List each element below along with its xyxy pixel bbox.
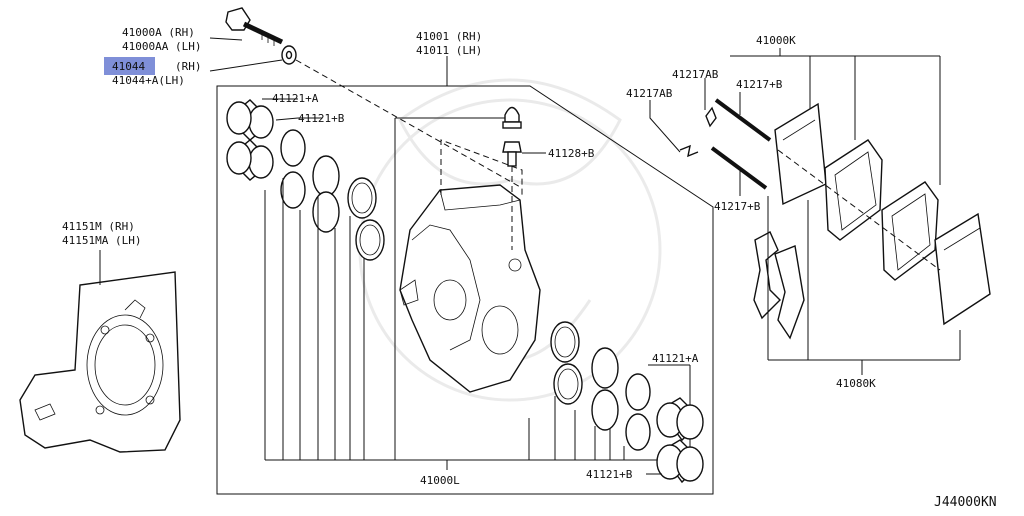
- label-piston-a-top: 41121+A: [272, 92, 319, 105]
- piston-lower-right-upper[interactable]: [656, 397, 704, 442]
- label-hardware-kit: 41080K: [836, 377, 876, 390]
- label-bleeder: 41128+B: [548, 147, 595, 160]
- label-seal-b-bottom: 41121+B: [586, 468, 633, 481]
- label-seal-b-top: 41121+B: [298, 112, 345, 125]
- label-pad-kit: 41000K: [756, 34, 796, 47]
- label-shield-lh: 41151MA (LH): [62, 234, 141, 247]
- label-clip-ab-1: 41217AB: [672, 68, 719, 81]
- brake-pad-inner[interactable]: [824, 139, 883, 241]
- dust-shield[interactable]: [19, 271, 181, 453]
- piston-lower[interactable]: [226, 139, 274, 181]
- caliper-bolt[interactable]: [225, 7, 284, 46]
- label-seal-kit: 41000L: [420, 474, 460, 487]
- pad-pin-upper[interactable]: [714, 98, 772, 142]
- pad-shim-outer[interactable]: [934, 212, 991, 326]
- pad-kit-bracket: [730, 48, 941, 185]
- label-washer-code[interactable]: 41044: [112, 60, 145, 73]
- label-bolt-lh: 41000AA (LH): [122, 40, 201, 53]
- pad-spring-hardware[interactable]: [753, 231, 805, 340]
- label-caliper-rh: 41001 (RH): [416, 30, 482, 43]
- diagram-code: J44000KN: [934, 495, 997, 510]
- label-piston-a-bottom: 41121+A: [652, 352, 699, 365]
- washer-code-highlight: [104, 57, 155, 75]
- pad-pin-lower[interactable]: [710, 146, 768, 190]
- label-washer-rh: (RH): [175, 60, 202, 73]
- bleeder-cap[interactable]: [502, 106, 522, 129]
- label-clip-ab-2: 41217AB: [626, 87, 673, 100]
- label-caliper-lh: 41011 (LH): [416, 44, 482, 57]
- pad-shim-inner[interactable]: [774, 102, 827, 206]
- hardware-kit-bracket: [767, 196, 961, 375]
- brake-pad-outer[interactable]: [881, 181, 939, 281]
- anti-rattle-clip-lower[interactable]: [679, 144, 699, 158]
- washer[interactable]: [281, 45, 297, 65]
- anti-rattle-clip-upper[interactable]: [705, 106, 717, 128]
- label-bolt-rh: 41000A (RH): [122, 26, 195, 39]
- piston-lower-right-lower[interactable]: [656, 439, 704, 484]
- seal-ring-group-lower[interactable]: [550, 321, 651, 451]
- label-washer-lh: 41044+A(LH): [112, 74, 185, 87]
- caliper-box-frame: [216, 85, 714, 495]
- label-shield-rh: 41151M (RH): [62, 220, 135, 233]
- seal-ring-group-upper[interactable]: [280, 129, 385, 261]
- bleeder-screw[interactable]: [502, 141, 522, 167]
- caliper-body[interactable]: [399, 184, 541, 393]
- piston-upper[interactable]: [226, 99, 274, 141]
- label-pin-b-top: 41217+B: [736, 78, 783, 91]
- label-pin-b-bottom: 41217+B: [714, 200, 761, 213]
